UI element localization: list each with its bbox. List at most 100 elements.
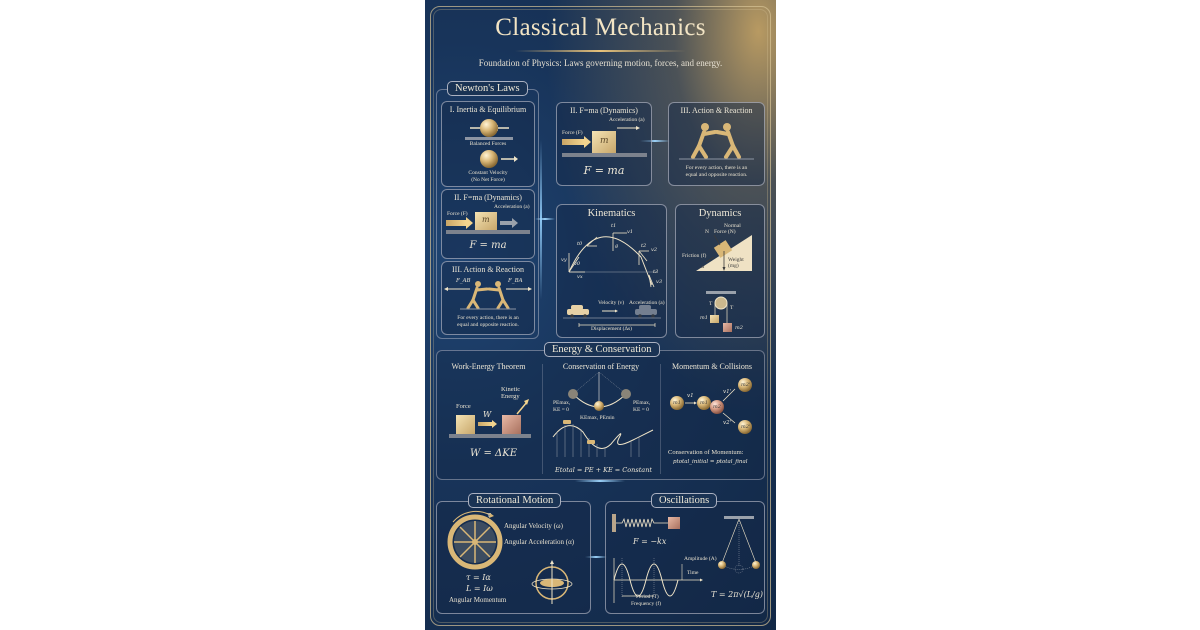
kin-label-t3: t3: [653, 269, 659, 275]
gyroscope-icon: [531, 560, 573, 604]
no-net-force-label: (No Net Force): [471, 177, 505, 183]
classical-mechanics-poster: Classical Mechanics Foundation of Physic…: [425, 0, 776, 630]
m1-label: m1: [700, 315, 708, 321]
action-large-caption-1: For every action, there is an: [685, 165, 748, 171]
kin-label-v1: v1: [627, 229, 634, 235]
energy-total-equation: Etotal = PE + KE = Constant: [555, 466, 652, 474]
fma-large-acceleration: Acceleration (a): [609, 117, 645, 123]
momentum-m1: m1: [673, 400, 681, 406]
ke-zero-right: KE = 0: [633, 407, 649, 413]
title-divider: [515, 50, 686, 52]
page-subtitle: Foundation of Physics: Laws governing mo…: [478, 58, 723, 68]
m2-label: m2: [735, 325, 743, 331]
fma-small-equation: F = ma: [469, 240, 507, 251]
pe-max-left: PEmax,: [553, 400, 571, 406]
kinematics-panel: Kinematics: [556, 204, 667, 338]
divider: [660, 364, 661, 474]
angle-label: α: [701, 264, 705, 270]
divider: [542, 364, 543, 474]
ke-max-label: KEmax, PEmin: [580, 415, 615, 421]
momentum-v1: v1: [687, 393, 694, 399]
pendulum-equation: T = 2π√(L/g): [711, 590, 763, 599]
energy-section: [436, 350, 765, 480]
angular-momentum-equation: L = Iω: [466, 584, 493, 593]
pushing-figures-icon: [679, 123, 754, 160]
velocity-label: Velocity (v): [598, 300, 625, 306]
fma-large-force: Force (F): [562, 130, 583, 136]
outer-frame: [430, 6, 771, 626]
kin-label-v0: v0: [574, 261, 581, 267]
inertia-title: I. Inertia & Equilibrium: [449, 105, 527, 114]
normal-force-label: Force (N): [714, 229, 736, 235]
pendulum-rollercoaster-diagram: [552, 371, 654, 457]
fma-large-panel: II. F=ma (Dynamics) Acceleration (a) For…: [556, 102, 652, 186]
page-title: Classical Mechanics: [495, 14, 706, 41]
acceleration-label: Acceleration (a): [629, 300, 665, 306]
momentum-v2p: v2': [723, 420, 732, 426]
balanced-forces-icon: [465, 119, 518, 168]
collision-diagram: [670, 378, 752, 434]
inertia-panel: I. Inertia & Equilibrium Balanced Forces…: [441, 101, 535, 187]
momentum-equation: ptotal_initial = ptotal_final: [673, 459, 748, 465]
weight-label: Weight: [728, 257, 744, 263]
inner-frame: [433, 9, 768, 623]
newtons-laws-tag: Newton's Laws: [447, 81, 528, 96]
connector-glow: [535, 218, 555, 220]
connector-glow: [575, 480, 625, 482]
kinetic-label-1: Kinetic: [501, 386, 521, 393]
time-label: Time: [687, 570, 699, 576]
fma-large-equation: F = ma: [583, 164, 625, 177]
fba-label: F_BA: [508, 278, 523, 284]
pushing-figures-icon: [444, 281, 532, 310]
dynamics-title: Dynamics: [698, 208, 742, 219]
angular-momentum-label: Angular Momentum: [449, 596, 507, 604]
kin-label-v3: v3: [656, 279, 663, 285]
action-small-caption-2: equal and opposite reaction.: [457, 322, 519, 328]
tension-right: T: [730, 305, 734, 311]
momentum-v1p: v1': [723, 389, 732, 395]
hooke-equation: F = −kx: [633, 537, 667, 546]
force-label: Force: [456, 403, 471, 410]
amplitude-label: Amplitude (A): [684, 556, 717, 562]
fma-small-acceleration: Acceleration (a): [494, 204, 530, 210]
force-block-icon: [562, 126, 647, 157]
action-large-caption-2: equal and opposite reaction.: [685, 172, 748, 178]
work-energy-title: Work-Energy Theorem: [451, 362, 526, 371]
constant-velocity-label: Constant Velocity: [468, 170, 508, 176]
fma-small-mass: m: [482, 215, 490, 224]
kin-label-t1: t1: [611, 223, 617, 229]
normal-label: Normal: [724, 223, 741, 229]
pe-max-right: PEmax,: [633, 400, 651, 406]
fma-small-force: Force (F): [447, 211, 468, 217]
projectile-trajectory-diagram: [563, 232, 661, 327]
fma-small-title: II. F=ma (Dynamics): [454, 193, 522, 202]
oscillations-tag: Oscillations: [651, 493, 718, 508]
w-label: W: [483, 410, 492, 419]
work-energy-icon: [449, 399, 531, 438]
momentum-m2p-bot: m2': [741, 424, 751, 430]
kin-label-g: g: [615, 243, 619, 249]
fma-large-title: II. F=ma (Dynamics): [570, 106, 638, 115]
tau-label: τ: [487, 511, 491, 519]
kin-label-t0: t0: [577, 241, 583, 247]
rotational-tag: Rotational Motion: [468, 493, 562, 508]
angular-acceleration-label: Angular Acceleration (α): [504, 538, 575, 546]
momentum-title: Momentum & Collisions: [671, 362, 752, 371]
displacement-label: Displacement (Δs): [591, 326, 632, 332]
conservation-title: Conservation of Energy: [562, 362, 640, 371]
incline-pulley-diagram: [696, 234, 752, 332]
tension-left: T: [709, 301, 713, 307]
conservation-momentum-label: Conservation of Momentum:: [668, 449, 744, 456]
torque-equation: τ = Iα: [466, 573, 491, 582]
friction-label: Friction (f): [682, 253, 707, 259]
momentum-m1b: m1: [700, 400, 708, 406]
frequency-label: Frequency (f): [631, 601, 662, 607]
balanced-forces-label: Balanced Forces: [469, 141, 507, 147]
period-label: Period (T): [636, 594, 659, 600]
connector-glow: [540, 140, 542, 300]
action-large-panel: III. Action & Reaction For every action,…: [668, 102, 765, 186]
force-block-icon: [446, 212, 530, 234]
wheel-icon: [447, 510, 503, 570]
kinematics-title: Kinematics: [587, 208, 636, 219]
action-large-title: III. Action & Reaction: [680, 106, 753, 115]
